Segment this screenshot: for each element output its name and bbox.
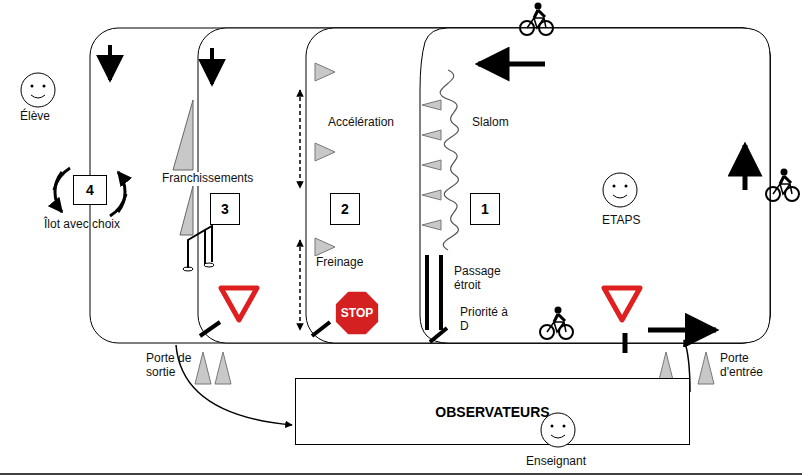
etaps-label: ETAPS: [602, 214, 640, 228]
acceleration-label: Accélération: [326, 116, 396, 130]
node-text: 2: [341, 201, 349, 217]
exit-gate-label: Porte de sortie: [146, 352, 196, 380]
node-text: OBSERVATEURS: [435, 404, 549, 420]
node-text: STOP: [341, 306, 373, 320]
student-label: Élève: [20, 110, 50, 124]
number-box: 4: [73, 175, 107, 205]
priority-label: Priorité à D: [458, 306, 522, 334]
node-text: 4: [86, 182, 94, 198]
observers-box: OBSERVATEURS: [295, 378, 690, 445]
island-label: Îlot avec choix: [44, 218, 120, 232]
number-box: 3: [210, 193, 240, 225]
braking-label: Freinage: [314, 256, 365, 270]
node-text: 3: [221, 201, 229, 217]
entry-gate-label: Porte d'entrée: [720, 352, 780, 380]
slalom-label: Slalom: [470, 116, 511, 130]
node-text: 1: [481, 201, 489, 217]
number-box: 1: [470, 193, 500, 225]
obstacle-label: Franchissements: [160, 172, 255, 186]
stop-sign: STOP: [334, 290, 380, 336]
teacher-label: Enseignant: [526, 455, 586, 469]
narrow-passage-label: Passage étroit: [452, 265, 516, 293]
number-box: 2: [330, 193, 360, 225]
